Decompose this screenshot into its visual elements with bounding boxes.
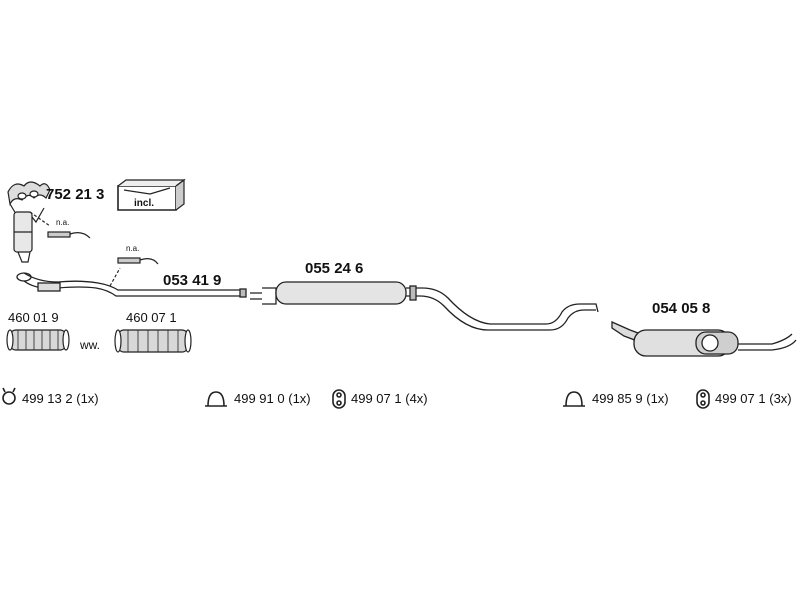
part-number-middle-silencer: 055 24 6 — [305, 260, 364, 277]
incl-kit-box — [117, 178, 186, 211]
part-number-flex-pipe-a: 460 01 9 — [8, 310, 59, 325]
hardware-code: 499 07 1 — [351, 391, 402, 406]
incl-label: incl. — [134, 198, 155, 209]
rear-silencer-drawing — [611, 320, 797, 357]
na-label-1: n.a. — [56, 218, 70, 227]
hardware-code: 499 91 0 — [234, 391, 285, 406]
part-number-rear-silencer: 054 05 8 — [652, 300, 711, 317]
part-number-manifold-catalyst: 752 21 3 — [46, 186, 105, 203]
u-clamp-icon — [205, 391, 227, 407]
hardware-code: 499 13 2 — [22, 391, 73, 406]
hardware-code: 499 07 1 — [715, 391, 766, 406]
hardware-item: 499 91 0 (1x) — [234, 391, 311, 406]
hardware-qty: (1x) — [646, 391, 669, 406]
middle-silencer-drawing — [250, 281, 599, 331]
hardware-qty: (1x) — [76, 391, 99, 406]
hardware-qty: (3x) — [769, 391, 792, 406]
ww-label: ww. — [80, 338, 101, 352]
hardware-item: 499 07 1 (3x) — [715, 391, 792, 406]
hardware-item: 499 07 1 (4x) — [351, 391, 428, 406]
flex-pipe-a-drawing — [6, 329, 70, 351]
part-number-front-pipe: 053 41 9 — [163, 272, 222, 289]
hardware-code: 499 85 9 — [592, 391, 643, 406]
rubber-hanger-icon — [696, 389, 710, 409]
hardware-item: 499 13 2 (1x) — [22, 391, 99, 406]
manifold-catalyst-drawing — [7, 181, 51, 263]
part-number-flex-pipe-b: 460 07 1 — [126, 310, 177, 325]
front-pipe-drawing — [16, 272, 247, 298]
hardware-qty: (1x) — [288, 391, 311, 406]
flex-pipe-b-drawing — [114, 329, 192, 353]
ring-clamp-icon — [2, 387, 16, 405]
lambda-sensor-1 — [29, 211, 91, 239]
rubber-hanger-icon — [332, 389, 346, 409]
hardware-qty: (4x) — [405, 391, 428, 406]
u-clamp-icon — [563, 391, 585, 407]
lambda-sensor-2 — [109, 257, 159, 287]
na-label-2: n.a. — [126, 244, 140, 253]
hardware-item: 499 85 9 (1x) — [592, 391, 669, 406]
